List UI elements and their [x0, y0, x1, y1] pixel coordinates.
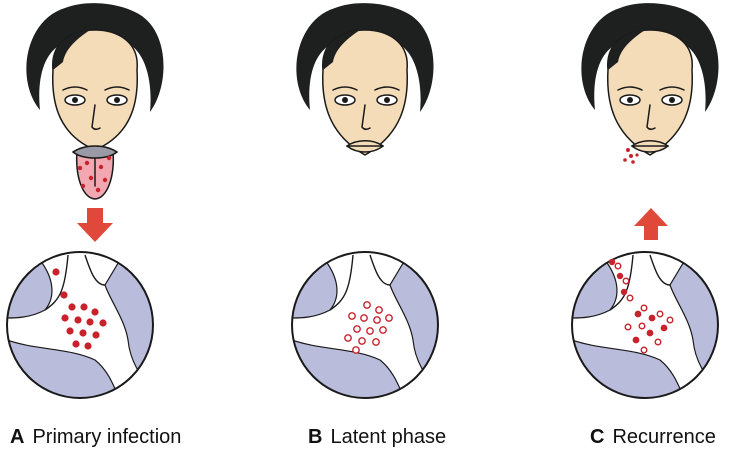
face-b [296, 3, 433, 155]
arrow-up-c [634, 208, 668, 240]
caption-b: B Latent phase [308, 426, 446, 449]
caption-c-text: Recurrence [612, 426, 715, 448]
face-c [581, 3, 718, 164]
caption-a: A Primary infection [10, 426, 181, 449]
caption-a-text: Primary infection [32, 426, 181, 448]
arrow-down-a [77, 208, 113, 242]
caption-c-letter: C [590, 426, 604, 448]
lip-lesion-c [623, 148, 638, 164]
caption-a-letter: A [10, 426, 24, 448]
caption-b-letter: B [308, 426, 322, 448]
face-a [26, 3, 163, 199]
caption-c: C Recurrence [590, 426, 716, 449]
caption-b-text: Latent phase [330, 426, 446, 448]
